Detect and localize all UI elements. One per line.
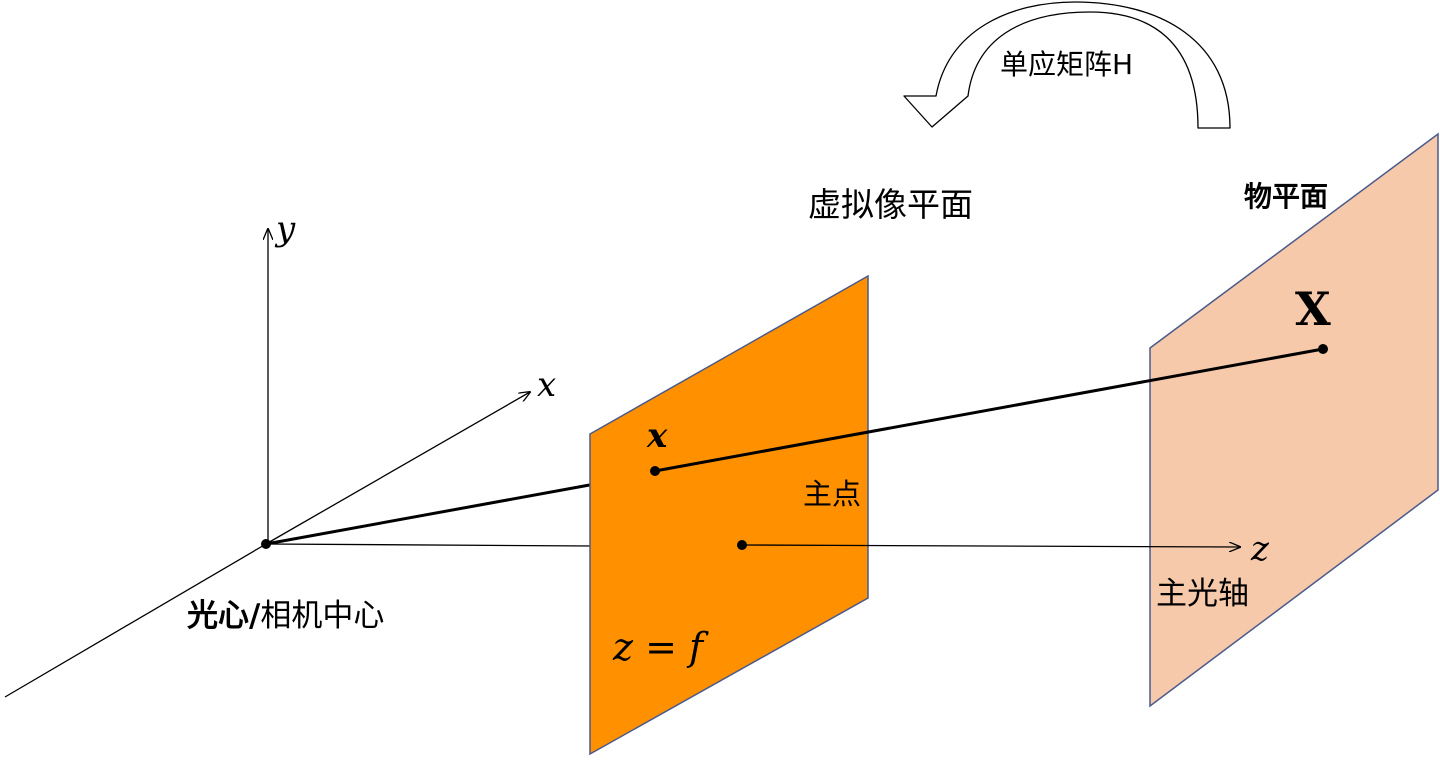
principal-axis-label: 主光轴 <box>1156 576 1249 612</box>
principal-axis-arrow <box>741 545 1240 547</box>
image-point-label: x <box>646 416 668 456</box>
x-axis-label: x <box>537 365 556 405</box>
principal-point-label: 主点 <box>803 477 861 511</box>
virtual-image-plane-label: 虚拟像平面 <box>808 185 973 224</box>
world-point <box>1318 344 1328 354</box>
homography-label: 单应矩阵H <box>1000 48 1133 81</box>
y-axis-label: y <box>274 209 296 249</box>
focal-plane-equation: z = f <box>612 625 709 669</box>
object-plane <box>1149 132 1439 708</box>
world-point-label: X <box>1295 282 1331 336</box>
homography-arrow <box>903 1 1231 129</box>
optical-center-rest-text: 相机中心 <box>260 598 384 634</box>
depth-axis-line <box>4 543 267 698</box>
principal-point <box>737 540 747 550</box>
optical-axis-behind <box>265 543 593 547</box>
image-plane <box>589 274 869 756</box>
x-axis-arrow <box>265 392 530 545</box>
optical-center-bold-text: 光心/ <box>187 598 261 634</box>
optical-center-label: 光心/相机中心 <box>187 598 384 634</box>
object-plane-label: 物平面 <box>1244 180 1328 213</box>
ray-image-to-world <box>654 347 1324 473</box>
image-point <box>650 466 660 476</box>
ray-camera-to-image-plane <box>265 482 596 546</box>
camera-center-point <box>261 539 271 549</box>
z-axis-label: z <box>1250 529 1270 569</box>
